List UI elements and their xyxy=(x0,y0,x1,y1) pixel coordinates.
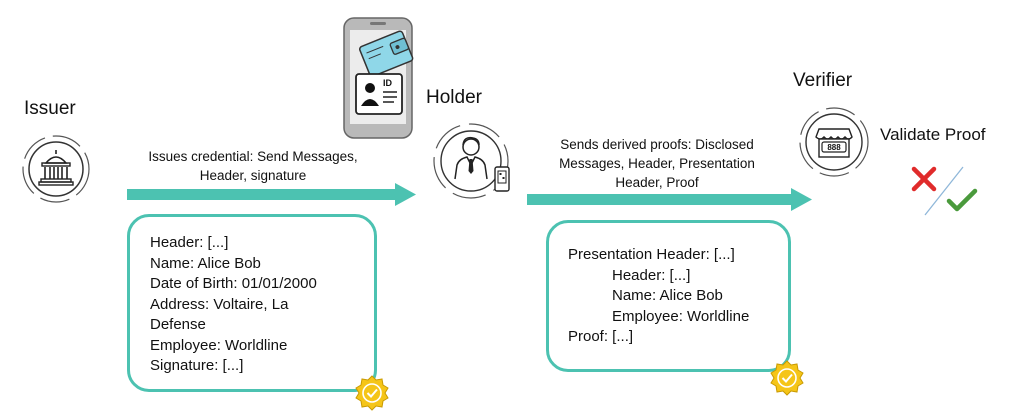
proof-line: Header: [...] xyxy=(612,266,691,284)
credential-line: Employee: Worldline xyxy=(150,336,288,354)
credential-line: Signature: [...] xyxy=(150,357,244,374)
proof-line: Proof: [...] xyxy=(568,328,634,345)
proof-arrow-caption: Sends derived proofs: Disclosed Messages… xyxy=(541,135,773,192)
store-icon: 888 xyxy=(797,105,871,179)
issue-arrow-caption: Issues credential: Send Messages, Header… xyxy=(137,147,369,185)
credential-line: Name: Alice Bob xyxy=(150,254,261,272)
businessman-icon xyxy=(431,121,517,203)
credential-line: Defense xyxy=(150,316,206,333)
credential-line: Address: Voltaire, La xyxy=(150,295,289,313)
proof-line: Employee: Worldline xyxy=(612,307,750,325)
proof-caption-line-3: Header, Proof xyxy=(615,175,699,190)
holder-title: Holder xyxy=(426,87,482,108)
verified-badge-icon xyxy=(354,375,390,411)
issue-caption-line-1: Issues credential: Send Messages, xyxy=(148,149,358,164)
issue-caption-line-2: Header, signature xyxy=(199,168,307,183)
credential-line: Header: [...] xyxy=(150,234,229,251)
government-building-icon xyxy=(20,133,92,205)
smartphone-wallet-icon: ID xyxy=(342,16,414,140)
validate-proof-label: Validate Proof xyxy=(880,125,986,144)
check-icon xyxy=(946,188,978,212)
verified-badge-icon xyxy=(769,360,805,396)
proof-caption-line-1: Sends derived proofs: Disclosed xyxy=(560,137,754,152)
id-card-label: ID xyxy=(383,78,393,88)
proof-box: Presentation Header: [...] Header: [...]… xyxy=(546,220,791,372)
proof-line: Name: Alice Bob xyxy=(612,287,723,304)
credential-line: Date of Birth: 01/01/2000 xyxy=(150,275,317,292)
issuer-title: Issuer xyxy=(24,98,76,119)
proof-caption-line-2: Messages, Header, Presentation xyxy=(559,156,755,171)
shop-sign-text: 888 xyxy=(827,143,841,152)
credential-box: Header: [...] Name: Alice Bob Date of Bi… xyxy=(127,214,377,392)
cross-icon xyxy=(911,166,937,192)
verifier-title: Verifier xyxy=(793,70,853,91)
validation-result-icons xyxy=(911,163,981,219)
issue-arrow xyxy=(127,183,417,207)
proof-arrow xyxy=(527,188,813,212)
proof-line: Presentation Header: [...] xyxy=(568,246,735,263)
